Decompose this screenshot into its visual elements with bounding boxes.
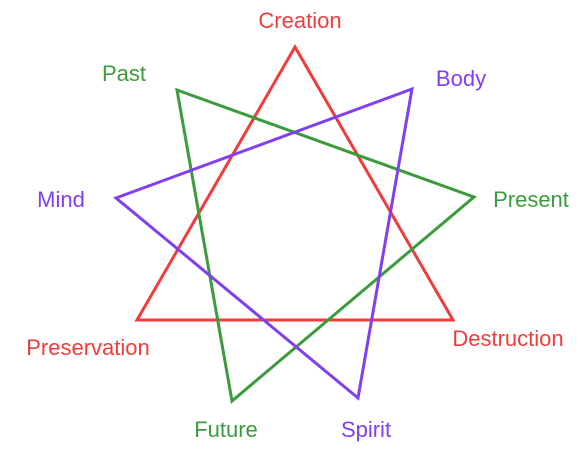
label-mind: Mind [37,187,85,212]
purple-triangle [113,86,414,401]
label-creation: Creation [258,8,341,33]
red-triangle [134,44,456,322]
label-body: Body [436,66,486,91]
label-past: Past [102,61,146,86]
green-triangle [175,87,477,404]
label-present: Present [493,187,569,212]
label-preservation: Preservation [26,335,150,360]
label-destruction: Destruction [452,326,563,351]
label-future: Future [194,417,258,442]
label-spirit: Spirit [341,417,391,442]
